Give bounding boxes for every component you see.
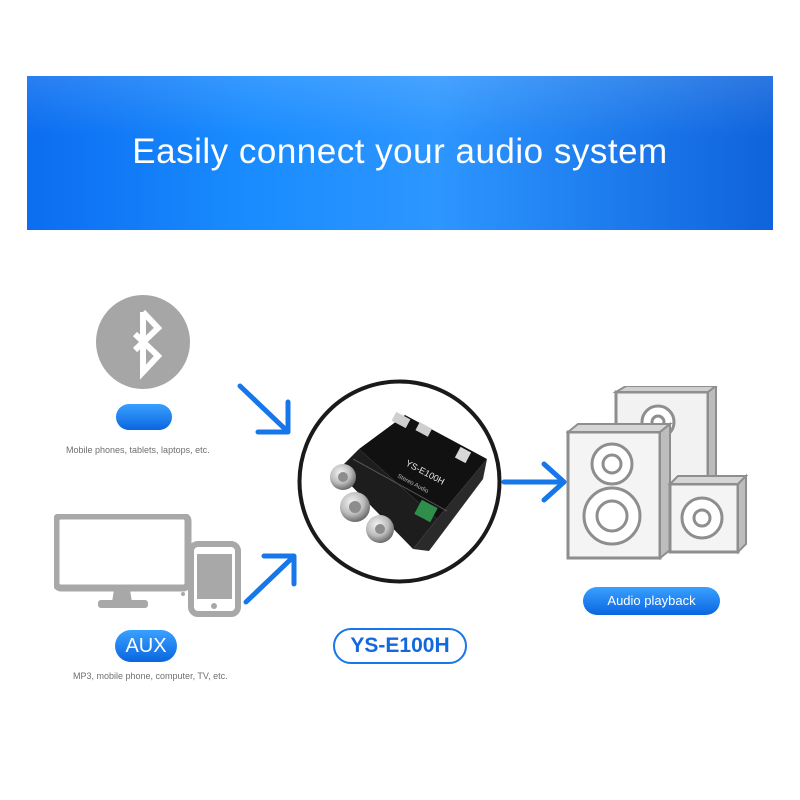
arrow-up-right-icon — [243, 553, 297, 605]
audio-playback-label: Audio playback — [583, 587, 720, 615]
arrow-right-icon — [501, 461, 567, 503]
bluetooth-icon — [96, 295, 190, 389]
arrow-down-right-icon — [237, 383, 291, 435]
device-model-label: YS-E100H — [333, 628, 467, 664]
header-banner: Easily connect your audio system — [27, 76, 773, 230]
aux-caption: MP3, mobile phone, computer, TV, etc. — [73, 671, 228, 681]
monitor-phone-icon — [54, 514, 241, 617]
bluetooth-pill — [116, 404, 172, 430]
speakers-icon — [566, 386, 748, 561]
aux-pill: AUX — [115, 630, 177, 662]
banner-title: Easily connect your audio system — [132, 132, 668, 171]
bluetooth-caption: Mobile phones, tablets, laptops, etc. — [66, 445, 210, 455]
amplifier-board-icon: YS-E100H Stereo Audio — [297, 379, 502, 584]
